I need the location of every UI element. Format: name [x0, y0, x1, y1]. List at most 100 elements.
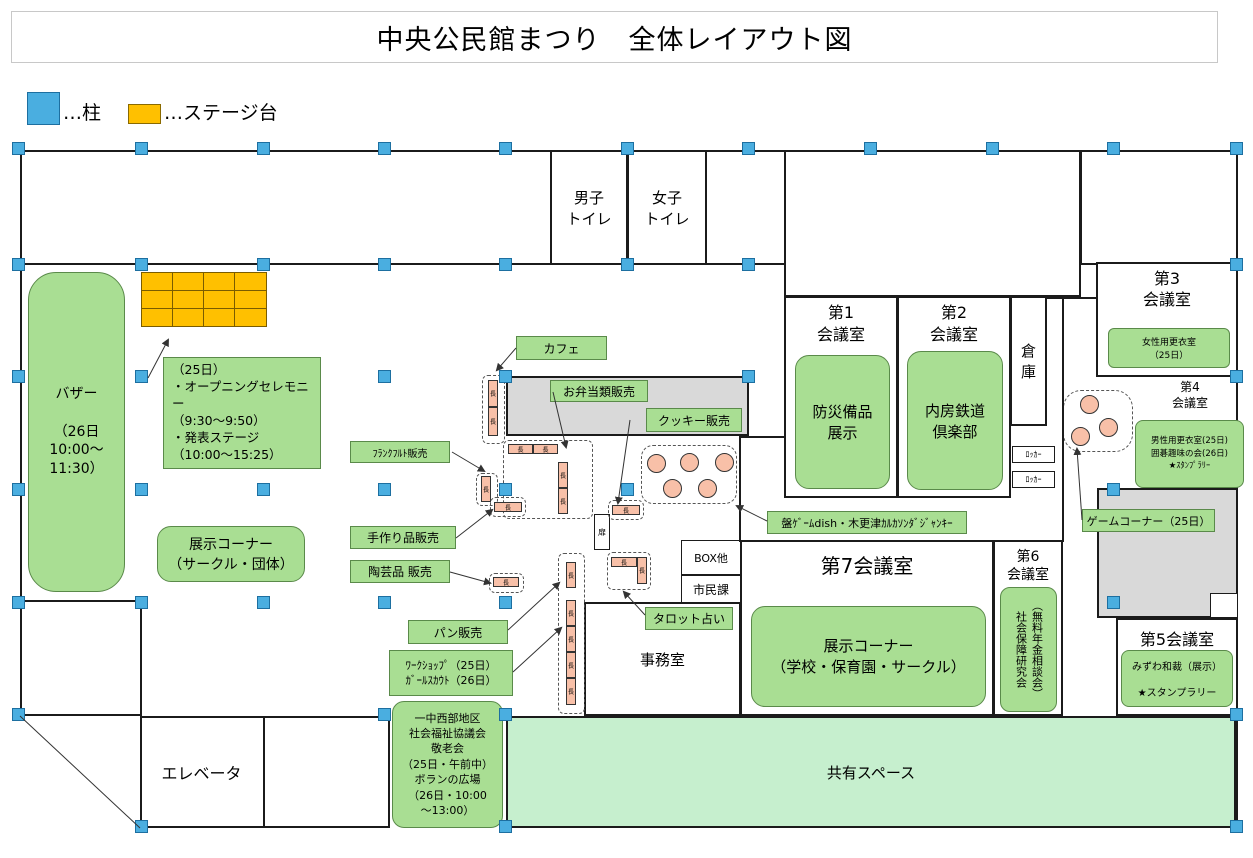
table: 長	[481, 476, 491, 502]
pillar	[1230, 370, 1243, 383]
door: 扉	[594, 514, 610, 550]
handmade-label: 手作り品販売	[350, 526, 456, 549]
round-table	[680, 453, 699, 472]
pillar	[135, 820, 148, 833]
stage-schedule-info: （25日） ・オープニングセレモニー （9:30～9:50） ・発表ステージ （…	[163, 357, 321, 469]
pension-consultation: （無料年金相談会） 社会保障研究会	[1000, 587, 1057, 712]
frankfurt-table-group	[476, 473, 498, 506]
table: 長	[494, 502, 522, 512]
pillar	[1230, 258, 1243, 271]
men-toilet: 男子 トイレ	[550, 150, 628, 265]
pillar	[135, 483, 148, 496]
legend-pillar-label: …柱	[63, 102, 102, 124]
pillar	[499, 820, 512, 833]
women-toilet: 女子 トイレ	[627, 150, 707, 265]
cookie-label: クッキー販売	[646, 408, 742, 432]
pillar	[499, 596, 512, 609]
pillar	[1107, 142, 1120, 155]
boardgame-label: 盤ｹﾞｰﾑdish・木更津ｶﾙｶｿﾝﾀﾞｼﾞｬﾝｷｰ	[767, 511, 967, 534]
pillar	[135, 596, 148, 609]
women-changing-room: 女性用更衣室 （25日）	[1108, 328, 1230, 368]
upper-block	[784, 150, 1081, 297]
mizuwa-wasai: みずわ和裁（展示） ★スタンプラリー	[1121, 650, 1233, 707]
pillar	[12, 596, 25, 609]
pillar	[621, 483, 634, 496]
conference-room-1: 第1 会議室 防災備品 展示	[784, 296, 898, 498]
lower-left-room	[20, 600, 142, 716]
pillar	[12, 142, 25, 155]
wall-segment	[263, 716, 265, 828]
workshop-arrow	[512, 626, 563, 673]
table: 長	[533, 444, 558, 454]
pillar	[12, 370, 25, 383]
handmade-arrow	[455, 508, 494, 539]
legend-stage-label: …ステージ台	[164, 102, 278, 124]
bousai-exhibit: 防災備品 展示	[795, 355, 890, 489]
bento-label: お弁当類販売	[550, 380, 648, 402]
locker-2: ﾛｯｶｰ	[1012, 471, 1055, 488]
tarot-table-group	[607, 552, 651, 590]
pillar	[1107, 596, 1120, 609]
conference-room-6: 第6 会議室 （無料年金相談会） 社会保障研究会	[993, 540, 1063, 716]
pillar	[378, 142, 391, 155]
pillar	[499, 483, 512, 496]
pottery-label: 陶芸品 販売	[350, 560, 450, 583]
conference-room-7-label: 第7会議室	[820, 554, 914, 578]
wall-segment	[739, 436, 741, 542]
conference-room-2-label: 第2 会議室	[929, 303, 978, 344]
pillar	[257, 596, 270, 609]
exhibit-school: 展示コーナー （学校・保育園・サークル）	[751, 606, 986, 707]
conference-room-5: 第5会議室 みずわ和裁（展示） ★スタンプラリー	[1116, 618, 1238, 716]
pillar	[378, 483, 391, 496]
conference-room-5-label: 第5会議室	[1139, 630, 1215, 649]
handmade-table-group	[490, 497, 526, 517]
table: 長	[566, 600, 576, 626]
stage-platform	[141, 272, 267, 327]
pillar	[378, 370, 391, 383]
shared-space-label: 共有スペース	[826, 763, 916, 782]
pillar	[257, 142, 270, 155]
game-corner-pillar-box	[1210, 593, 1238, 618]
pillar	[378, 708, 391, 721]
conference-room-6-label: 第6 会議室	[1007, 549, 1049, 584]
wall-segment	[739, 436, 785, 438]
table: 長	[566, 626, 576, 652]
cafe-table-group	[482, 375, 505, 444]
storage-room: 倉 庫	[1010, 296, 1047, 426]
table: 長	[566, 562, 576, 588]
pillar	[1230, 708, 1243, 721]
pillar	[135, 370, 148, 383]
pillar	[257, 258, 270, 271]
frankfurt-arrow	[451, 451, 486, 473]
pillar	[257, 483, 270, 496]
pottery-arrow	[449, 571, 492, 586]
pillar	[499, 142, 512, 155]
upper-right-block	[1080, 150, 1238, 265]
table: 長	[566, 678, 576, 705]
pillar	[135, 258, 148, 271]
table: 長	[558, 488, 568, 514]
box-room: BOX他	[681, 540, 741, 575]
pillar	[621, 142, 634, 155]
table: 長	[493, 577, 519, 587]
frankfurt-label: ﾌﾗﾝｸﾌﾙﾄ販売	[350, 441, 450, 463]
pillar	[499, 708, 512, 721]
round-table	[663, 479, 682, 498]
table: 長	[566, 652, 576, 678]
legend-pillar-swatch	[27, 92, 60, 125]
conference-room-2: 第2 会議室 内房鉄道 倶楽部	[897, 296, 1011, 498]
table: 長	[508, 444, 533, 454]
pillar	[378, 596, 391, 609]
pillar	[1107, 483, 1120, 496]
exhibit-corner-circle: 展示コーナー （サークル・団体）	[157, 526, 305, 582]
go-table	[1071, 427, 1090, 446]
pillar	[499, 370, 512, 383]
bread-label: パン販売	[408, 620, 508, 644]
page-title: 中央公民館まつり 全体レイアウト図	[11, 11, 1218, 63]
round-table	[647, 454, 666, 473]
table: 長	[612, 505, 640, 515]
round-table	[698, 479, 717, 498]
citizen-section: 市民課	[681, 575, 741, 603]
pillar	[621, 258, 634, 271]
locker-1: ﾛｯｶｰ	[1012, 446, 1055, 463]
